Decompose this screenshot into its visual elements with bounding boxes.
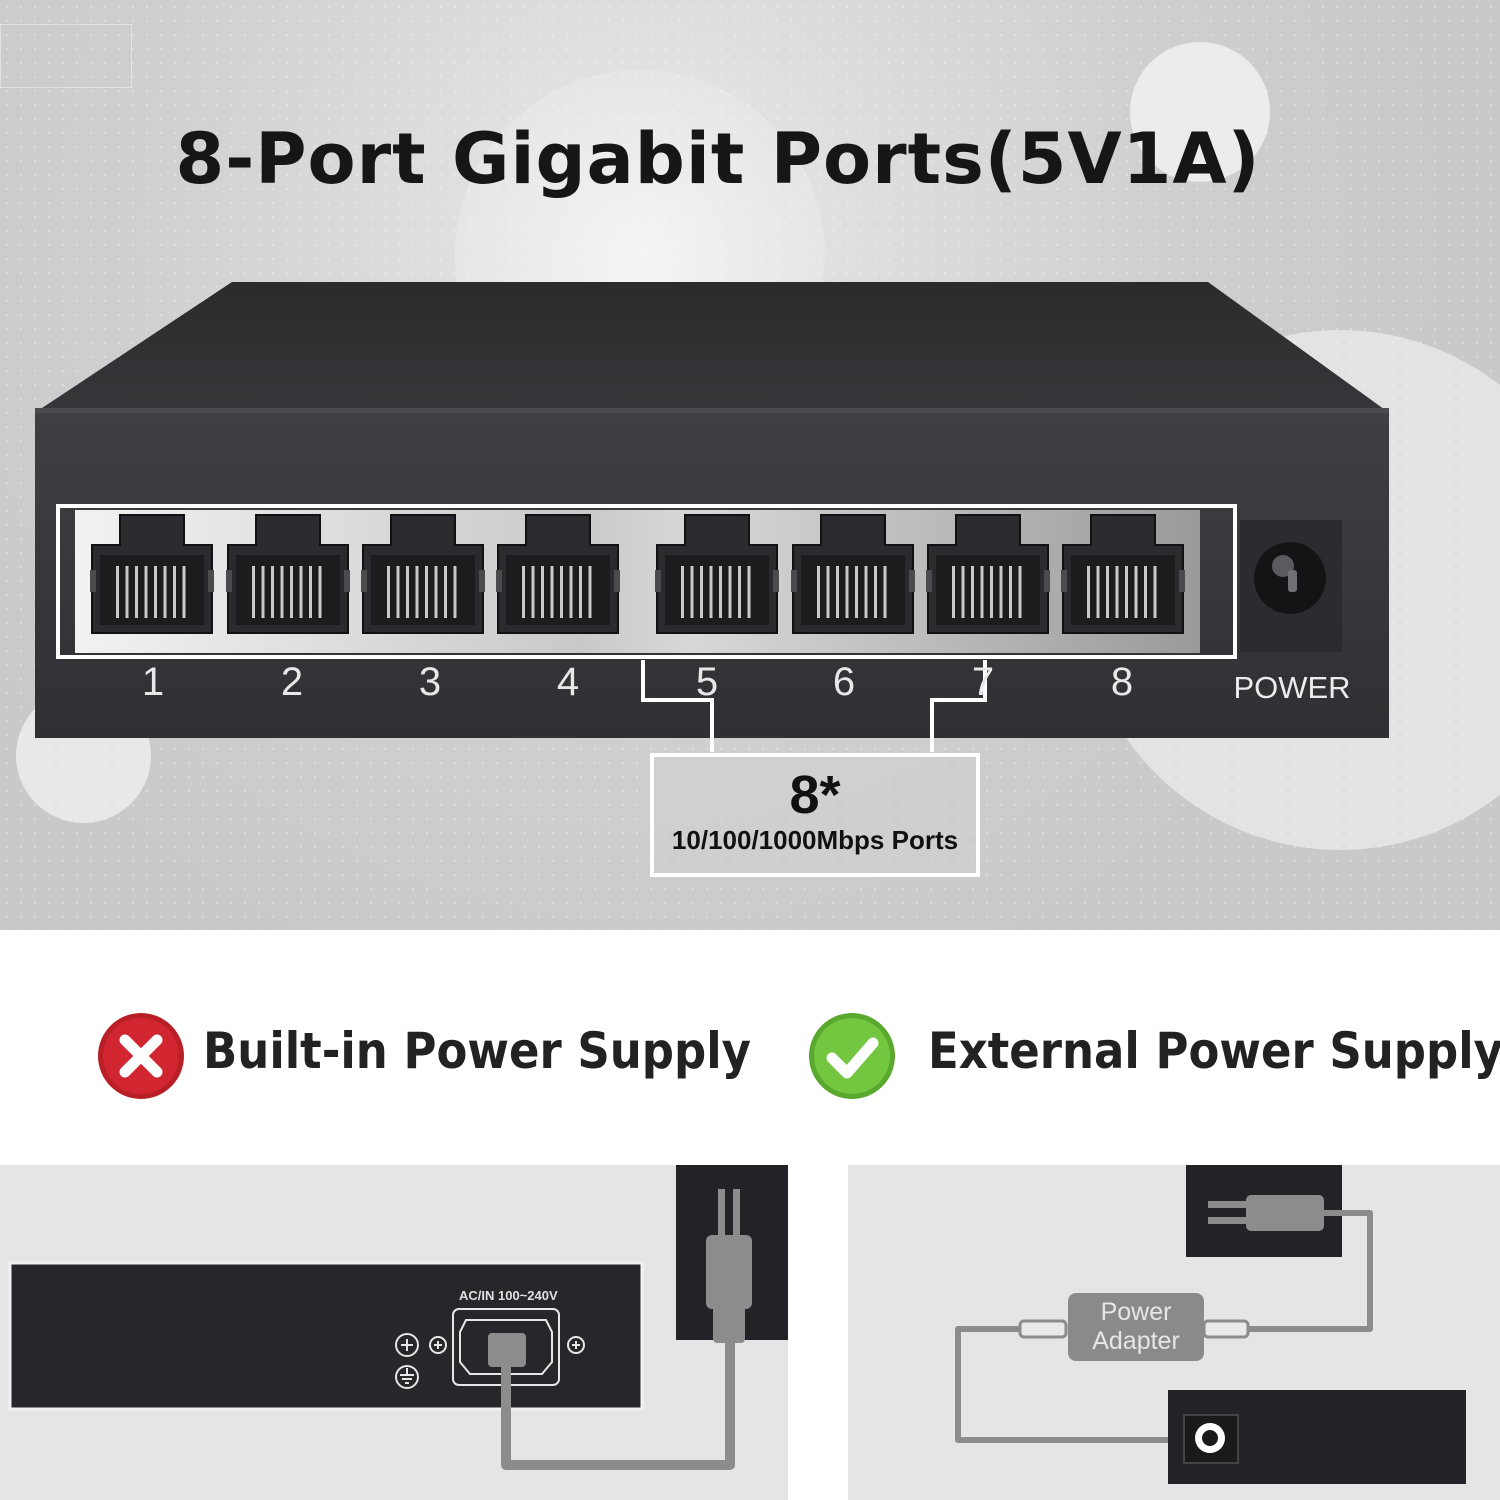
port-frame bbox=[56, 504, 1237, 659]
ethernet-port-8 bbox=[1061, 514, 1185, 634]
cross-icon bbox=[98, 1013, 184, 1099]
network-switch bbox=[35, 282, 1389, 752]
adapter-label-line1: Power bbox=[1100, 1298, 1172, 1326]
switch-top-face bbox=[36, 282, 1388, 412]
ground-screw-icon bbox=[395, 1333, 585, 1389]
builtin-power-heading: Built-in Power Supply bbox=[203, 1022, 751, 1080]
adapter-cord-upper bbox=[1208, 1210, 1373, 1332]
port-label-6: 6 bbox=[832, 660, 856, 704]
ethernet-port-2 bbox=[226, 514, 350, 634]
port-label-3: 3 bbox=[418, 660, 442, 704]
plug-icon bbox=[1208, 1195, 1324, 1231]
callout-port-speed: 10/100/1000Mbps Ports bbox=[671, 825, 959, 855]
ethernet-port-3 bbox=[361, 514, 485, 634]
port-label-2: 2 bbox=[280, 660, 304, 704]
background-frame bbox=[0, 24, 132, 88]
callout-line-left bbox=[641, 660, 714, 752]
port-label-1: 1 bbox=[141, 660, 165, 704]
external-power-heading: External Power Supply bbox=[928, 1022, 1500, 1080]
page-title: 8-Port Gigabit Ports(5V1A) bbox=[175, 118, 1261, 200]
ethernet-port-6 bbox=[791, 514, 915, 634]
ethernet-port-4 bbox=[496, 514, 620, 634]
external-power-diagram bbox=[955, 1165, 1466, 1484]
check-icon bbox=[809, 1013, 895, 1099]
switch-rear-panel bbox=[8, 1261, 644, 1411]
port-label-7: 7 bbox=[971, 660, 995, 704]
ac-input-label: AC/IN 100~240V bbox=[459, 1288, 558, 1303]
switch-front-edge bbox=[35, 408, 1389, 413]
port-label-4: 4 bbox=[556, 660, 580, 704]
power-adapter: Power Adapter bbox=[1068, 1293, 1204, 1361]
ethernet-port-1 bbox=[90, 514, 214, 634]
adapter-cord-lower bbox=[955, 1326, 1196, 1443]
callout-port-count: 8* bbox=[789, 765, 841, 825]
background-bubble bbox=[1130, 42, 1270, 182]
ethernet-port-7 bbox=[926, 514, 1050, 634]
callout-line-right bbox=[930, 660, 987, 752]
adapter-label-line2: Adapter bbox=[1092, 1327, 1180, 1355]
power-label: POWER bbox=[1233, 670, 1351, 705]
ethernet-port-5 bbox=[655, 514, 779, 634]
power-cord bbox=[501, 1340, 735, 1470]
ports-callout: 8* 10/100/1000Mbps Ports bbox=[650, 753, 980, 877]
plug-icon bbox=[706, 1189, 752, 1343]
ethernet-ports bbox=[90, 514, 1185, 634]
port-label-5: 5 bbox=[695, 660, 719, 704]
builtin-power-diagram bbox=[8, 1165, 788, 1470]
port-label-8: 8 bbox=[1110, 660, 1134, 704]
